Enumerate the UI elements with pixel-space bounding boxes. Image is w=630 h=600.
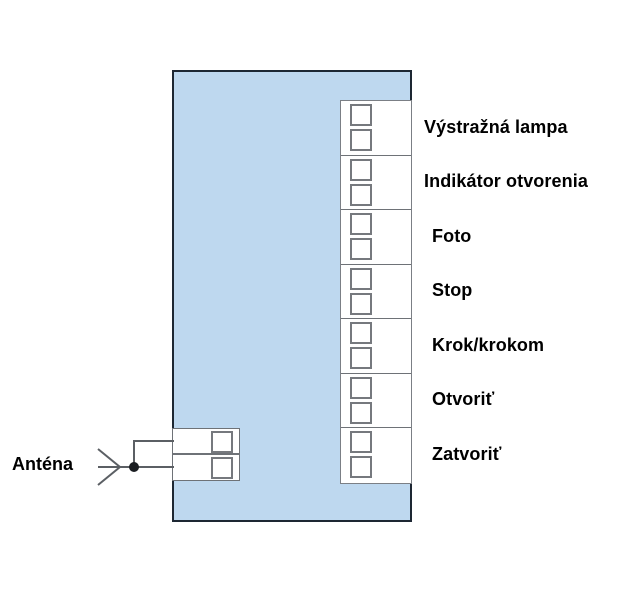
terminal-group[interactable] bbox=[341, 373, 411, 428]
terminal-label-warning-lamp: Výstražná lampa bbox=[424, 116, 568, 137]
terminal-screw-icon[interactable] bbox=[350, 456, 372, 478]
terminal-group[interactable] bbox=[341, 101, 411, 156]
terminal-label-open: Otvoriť bbox=[432, 389, 495, 410]
antenna-wire-riser bbox=[133, 440, 135, 467]
terminal-screw-icon[interactable] bbox=[350, 213, 372, 235]
antenna-wire-upper bbox=[133, 440, 174, 442]
terminal-group[interactable] bbox=[341, 264, 411, 319]
terminal-screw-icon[interactable] bbox=[211, 457, 233, 479]
terminal-screw-icon[interactable] bbox=[350, 238, 372, 260]
terminal-screw-icon[interactable] bbox=[350, 158, 372, 181]
terminal-screw-icon[interactable] bbox=[350, 292, 372, 315]
terminal-screw-icon[interactable] bbox=[350, 183, 372, 206]
terminal-screw-icon[interactable] bbox=[350, 376, 372, 399]
terminal-label-open-indicator: Indikátor otvorenia bbox=[424, 171, 588, 192]
antenna-terminal-row[interactable] bbox=[173, 455, 239, 481]
terminal-screw-icon[interactable] bbox=[350, 322, 372, 344]
terminal-label-step-by-step: Krok/krokom bbox=[432, 334, 545, 355]
terminal-group[interactable] bbox=[341, 155, 411, 210]
terminal-label-close: Zatvoriť bbox=[432, 443, 502, 464]
terminal-screw-icon[interactable] bbox=[350, 401, 372, 424]
terminal-group[interactable] bbox=[341, 319, 411, 374]
terminal-screw-icon[interactable] bbox=[350, 267, 372, 290]
terminal-screw-icon[interactable] bbox=[350, 104, 372, 126]
terminal-screw-icon[interactable] bbox=[350, 347, 372, 369]
terminal-group[interactable] bbox=[341, 210, 411, 265]
wire-junction-dot-icon bbox=[129, 462, 139, 472]
terminal-screw-icon[interactable] bbox=[350, 129, 372, 151]
terminal-label-column: Výstražná lampa Indikátor otvorenia Foto… bbox=[424, 100, 630, 482]
antenna-terminal-row[interactable] bbox=[173, 429, 239, 455]
terminal-screw-icon[interactable] bbox=[211, 431, 233, 453]
antenna-label: Anténa bbox=[12, 454, 74, 474]
antenna-chevron-icon bbox=[97, 448, 122, 486]
terminal-strip bbox=[340, 100, 412, 484]
terminal-screw-icon[interactable] bbox=[350, 431, 372, 453]
antenna-terminal-block[interactable] bbox=[172, 428, 240, 481]
terminal-label-stop: Stop bbox=[432, 280, 473, 301]
terminal-label-photo: Foto bbox=[432, 225, 472, 246]
terminal-group[interactable] bbox=[341, 428, 411, 483]
